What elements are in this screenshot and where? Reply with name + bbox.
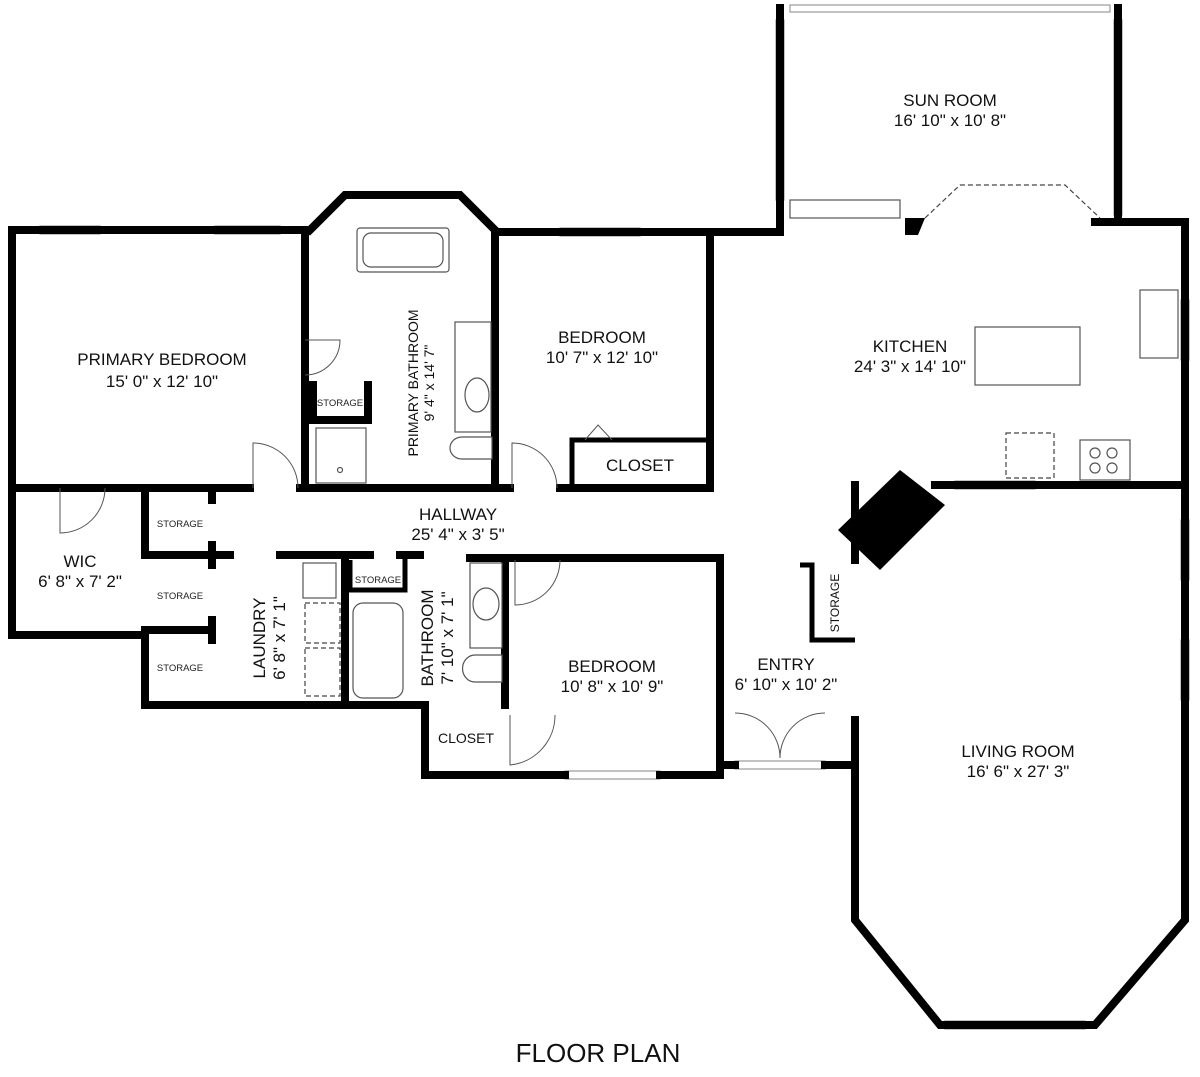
room-dims-kitchen: 24' 3" x 14' 10"	[854, 357, 966, 376]
storage-label: STORAGE	[355, 575, 401, 586]
room-dims-entry: 6' 10" x 10' 2"	[735, 675, 838, 694]
room-name-closet-1: CLOSET	[606, 456, 674, 475]
room-dims-sun-room: 16' 10" x 10' 8"	[894, 111, 1006, 130]
room-name-wic: WIC	[63, 552, 96, 571]
room-name-bedroom-2: BEDROOM	[568, 657, 656, 676]
room-name-closet-2: CLOSET	[438, 730, 494, 746]
storage-label: STORAGE	[157, 663, 203, 674]
room-dims-hallway: 25' 4" x 3' 5"	[411, 525, 504, 544]
room-dims-bedroom-2: 10' 8" x 10' 9"	[561, 677, 664, 696]
room-name-living-room: LIVING ROOM	[961, 742, 1074, 761]
fixtures	[302, 184, 1179, 699]
room-dims-primary-bathroom: 9' 4" x 14' 7"	[421, 345, 437, 422]
storage-label: STORAGE	[317, 398, 363, 409]
room-dims-primary-bedroom: 15' 0" x 12' 10"	[106, 372, 218, 391]
room-dims-living-room: 16' 6" x 27' 3"	[967, 762, 1070, 781]
room-name-bedroom-1: BEDROOM	[558, 328, 646, 347]
room-name-hallway: HALLWAY	[419, 505, 497, 524]
room-name-kitchen: KITCHEN	[873, 337, 948, 356]
storage-label: STORAGE	[157, 591, 203, 602]
room-name-sun-room: SUN ROOM	[903, 91, 997, 110]
room-name-primary-bedroom: PRIMARY BEDROOM	[77, 350, 246, 369]
storage-label: STORAGE	[828, 574, 842, 632]
room-dims-wic: 6' 8" x 7' 2"	[38, 572, 122, 591]
floor-plan-title: FLOOR PLAN	[516, 1038, 681, 1068]
windows	[39, 4, 1190, 1030]
room-name-laundry: LAUNDRY	[250, 598, 269, 679]
room-name-entry: ENTRY	[757, 655, 814, 674]
storage-label: STORAGE	[157, 519, 203, 530]
room-dims-bathroom: 7' 10" x 7' 1"	[438, 591, 457, 684]
walls	[8, 4, 1189, 1029]
room-name-bathroom: BATHROOM	[418, 590, 437, 687]
room-name-primary-bathroom: PRIMARY BATHROOM	[405, 309, 421, 456]
room-dims-bedroom-1: 10' 7" x 12' 10"	[546, 348, 658, 367]
room-dims-laundry: 6' 8" x 7' 1"	[270, 596, 289, 680]
doors	[59, 339, 826, 766]
